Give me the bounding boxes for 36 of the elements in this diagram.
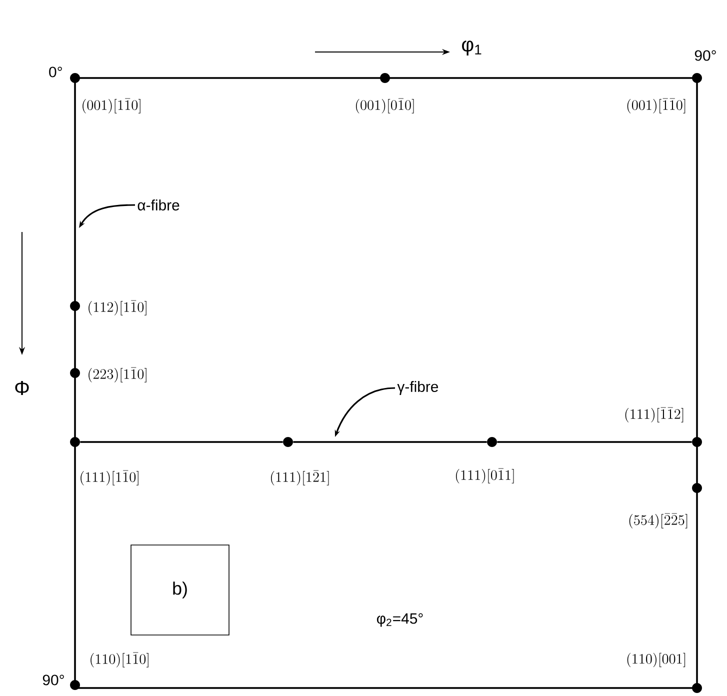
point-marker [380,73,390,83]
orientation-label: $(111)[\bar{1}\bar{1}2]$ [625,407,684,422]
axis-label: 90° [694,50,716,61]
point-marker [70,301,80,311]
point-marker [70,680,80,690]
orientation-label: $(001)[1\bar{1}0]$ [82,98,140,114]
orientation-label: $(110)[1\bar{1}0]$ [90,652,148,668]
axis-label: Φ [15,381,29,395]
orientation-label: $(110)[001]$ [627,652,686,668]
orientation-label: $(001)[0\bar{1}0]$ [356,98,414,114]
point-marker [70,437,80,447]
axis-label: 90° [42,674,64,686]
point-marker [692,437,702,447]
point-marker [283,437,293,447]
orientation-label: $(111)[1\bar{2}1]$ [270,470,329,486]
orientation-label: $(111)[0\bar{1}1]$ [456,468,514,484]
fibre-line [293,441,487,443]
point-marker [692,483,702,493]
fibre-label: α-fibre [138,200,180,210]
orientation-label: $(554)[\bar{2}\bar{2}5]$ [629,513,688,528]
orientation-label: $(111)[1\bar{1}0]$ [80,470,138,486]
point-marker [70,73,80,83]
fibre-line [497,441,692,443]
point-marker [487,437,497,447]
point-marker [692,683,702,693]
point-marker [692,73,702,83]
axis-label: φ$_{1}$ [462,40,482,56]
point-marker [70,368,80,378]
panel-label-box: b) [130,544,230,636]
orientation-label: $(112)[1\bar{1}0]$ [88,300,146,316]
fibre-label: γ-fibre [397,381,438,395]
orientation-label: $(001)[\bar{1}\bar{1}0]$ [627,98,686,114]
fibre-line [80,441,283,443]
orientation-label: $(223)[1\bar{1}0]$ [88,367,146,382]
axis-label: 0° [49,66,62,78]
axis-label: φ$_{2}$=45° [376,613,423,627]
